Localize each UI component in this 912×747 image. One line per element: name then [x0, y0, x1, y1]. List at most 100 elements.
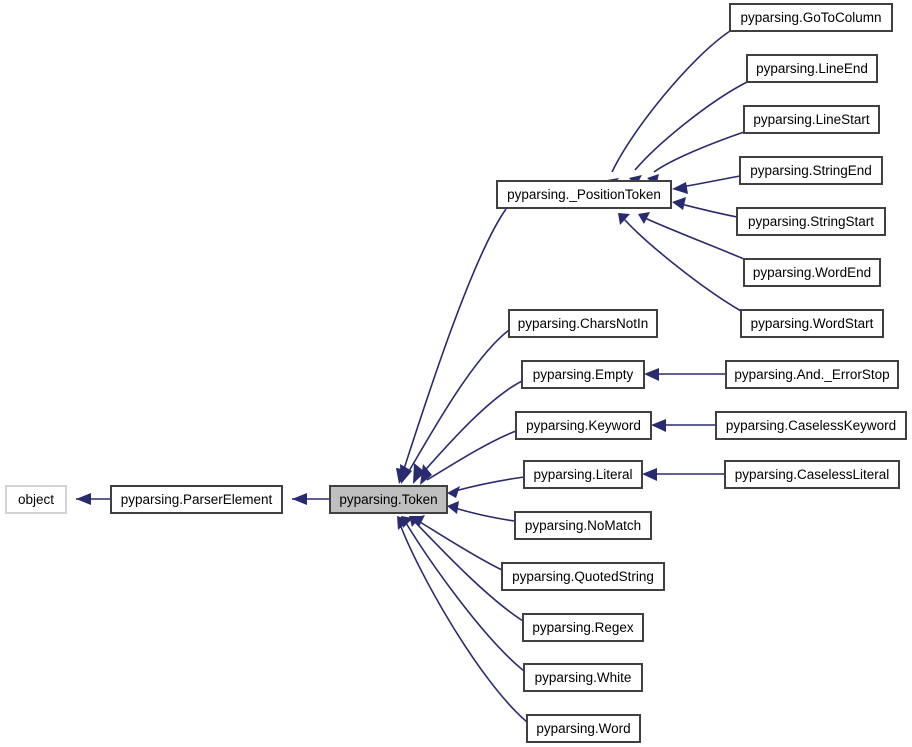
class-node-box[interactable]: [724, 460, 900, 489]
class-node-stringstart[interactable]: pyparsing.StringStart: [736, 207, 886, 236]
class-node-box[interactable]: [725, 360, 899, 389]
class-node-label: pyparsing.Word: [536, 721, 630, 736]
class-node-box[interactable]: [715, 411, 907, 440]
class-node-box[interactable]: [736, 207, 886, 236]
inheritance-edge-parserelement-to-object: [76, 493, 111, 505]
class-node-label: pyparsing.NoMatch: [525, 518, 641, 533]
edge-line: [401, 208, 507, 476]
class-node-keyword[interactable]: pyparsing.Keyword: [515, 411, 652, 440]
arrowhead-icon: [420, 464, 432, 485]
edge-line: [611, 30, 731, 173]
class-node-label: pyparsing.ParserElement: [121, 492, 273, 507]
class-node-caselessliteral[interactable]: pyparsing.CaselessLiteral: [724, 460, 900, 489]
edge-line: [634, 81, 748, 171]
class-node-label: pyparsing.White: [535, 670, 632, 685]
class-node-anderrorstop[interactable]: pyparsing.And._ErrorStop: [725, 360, 899, 389]
inheritance-edge-wordstart-to-positiontoken: [618, 213, 742, 312]
class-node-wordstart[interactable]: pyparsing.WordStart: [740, 309, 884, 338]
edge-line: [419, 521, 503, 571]
arrowhead-icon: [651, 419, 666, 432]
inheritance-edge-caselesskeyword-to-keyword: [651, 419, 716, 432]
edge-line: [454, 476, 525, 492]
class-node-box[interactable]: [523, 460, 643, 489]
class-node-label: pyparsing.CaselessLiteral: [735, 467, 890, 482]
edge-line: [644, 217, 745, 260]
class-node-regex[interactable]: pyparsing.Regex: [522, 613, 644, 642]
inheritance-edge-literal-to-token: [447, 476, 525, 498]
class-node-label: pyparsing.And._ErrorStop: [734, 367, 889, 382]
arrowhead-icon: [400, 464, 412, 484]
class-node-label: pyparsing.CaselessKeyword: [726, 418, 896, 433]
class-node-label: pyparsing.StringStart: [748, 214, 874, 229]
class-node-label: object: [18, 492, 54, 507]
class-node-label: pyparsing.QuotedString: [512, 569, 654, 584]
class-node-word[interactable]: pyparsing.Word: [526, 714, 641, 743]
class-node-label: pyparsing.Token: [339, 492, 437, 507]
arrowhead-icon: [644, 368, 659, 381]
class-node-stringend[interactable]: pyparsing.StringEnd: [739, 156, 883, 185]
class-node-box[interactable]: [522, 613, 644, 642]
class-node-box[interactable]: [508, 309, 658, 338]
class-node-box[interactable]: [521, 360, 645, 389]
inheritance-edge-gotocolumn-to-positiontoken: [607, 30, 731, 189]
class-node-parserelement[interactable]: pyparsing.ParserElement: [110, 485, 283, 514]
edge-line: [680, 175, 741, 188]
class-node-box[interactable]: [514, 511, 652, 540]
class-node-token[interactable]: pyparsing.Token: [329, 485, 448, 514]
class-node-caselesskeyword[interactable]: pyparsing.CaselessKeyword: [715, 411, 907, 440]
class-node-wordend[interactable]: pyparsing.WordEnd: [743, 258, 881, 287]
edge-line: [405, 329, 510, 477]
class-node-box[interactable]: [743, 258, 881, 287]
class-node-lineend[interactable]: pyparsing.LineEnd: [746, 54, 878, 83]
class-node-charsnotin[interactable]: pyparsing.CharsNotIn: [508, 309, 658, 338]
edge-line: [414, 521, 524, 622]
edges-layer: [76, 30, 748, 723]
class-node-label: pyparsing.CharsNotIn: [518, 316, 649, 331]
class-node-box[interactable]: [526, 714, 641, 743]
class-node-box[interactable]: [746, 54, 878, 83]
class-node-object[interactable]: object: [5, 485, 67, 514]
class-node-gotocolumn[interactable]: pyparsing.GoToColumn: [729, 3, 893, 32]
class-node-box[interactable]: [5, 485, 67, 514]
arrowhead-icon: [638, 212, 650, 224]
class-node-box[interactable]: [496, 180, 672, 209]
class-node-label: pyparsing.Literal: [533, 467, 632, 482]
arrowhead-icon: [76, 493, 91, 505]
class-node-box[interactable]: [329, 485, 448, 514]
class-node-quotedstring[interactable]: pyparsing.QuotedString: [501, 562, 665, 591]
class-node-positiontoken[interactable]: pyparsing._PositionToken: [496, 180, 672, 209]
inheritance-edge-empty-to-token: [413, 380, 523, 484]
class-node-nomatch[interactable]: pyparsing.NoMatch: [514, 511, 652, 540]
edge-line: [399, 523, 528, 723]
edge-line: [426, 430, 517, 481]
edge-line: [653, 131, 745, 173]
class-node-box[interactable]: [739, 156, 883, 185]
inheritance-edge-anderrorstop-to-empty: [644, 368, 726, 381]
inheritance-edge-nomatch-to-token: [447, 501, 516, 522]
class-node-label: pyparsing.WordStart: [751, 316, 874, 331]
class-node-label: pyparsing.WordEnd: [753, 265, 871, 280]
class-node-label: pyparsing.Keyword: [526, 418, 641, 433]
edge-line: [680, 203, 738, 218]
inheritance-edge-wordend-to-positiontoken: [638, 212, 745, 260]
arrowhead-icon: [447, 486, 460, 498]
nodes-layer: object pyparsing.ParserElement pyparsing.T…: [5, 3, 907, 743]
inheritance-edge-token-to-parserelement: [292, 493, 330, 505]
arrowhead-icon: [413, 463, 425, 484]
arrowhead-icon: [292, 493, 307, 505]
class-node-literal[interactable]: pyparsing.Literal: [523, 460, 643, 489]
class-node-white[interactable]: pyparsing.White: [523, 663, 643, 692]
class-node-linestart[interactable]: pyparsing.LineStart: [743, 105, 880, 134]
class-node-box[interactable]: [515, 411, 652, 440]
edge-line: [454, 507, 516, 522]
inheritance-edge-white-to-token: [401, 516, 525, 672]
class-node-box[interactable]: [740, 309, 884, 338]
class-node-empty[interactable]: pyparsing.Empty: [521, 360, 645, 389]
inheritance-edge-quotedstring-to-token: [413, 515, 503, 571]
class-node-box[interactable]: [110, 485, 283, 514]
arrowhead-icon: [672, 182, 688, 194]
class-node-box[interactable]: [743, 105, 880, 134]
class-node-box[interactable]: [729, 3, 893, 32]
class-node-box[interactable]: [523, 663, 643, 692]
class-node-box[interactable]: [501, 562, 665, 591]
